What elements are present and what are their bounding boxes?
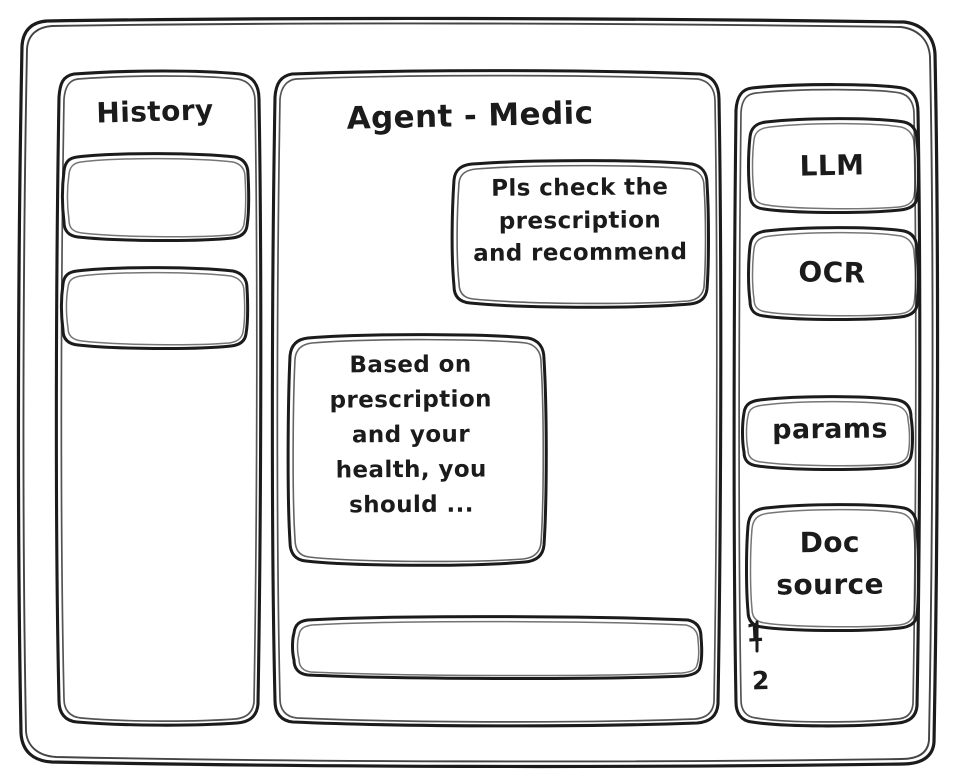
doc-source-outline	[745, 503, 920, 633]
message-input[interactable]	[292, 616, 703, 678]
tools-panel-outline	[732, 83, 922, 728]
app-window-frame	[16, 16, 940, 769]
history-item-2-outline	[60, 266, 250, 351]
user-message-bubble	[452, 160, 709, 308]
tool-llm-outline	[747, 117, 920, 215]
history-item-1[interactable]	[62, 152, 249, 240]
tool-params-outline	[741, 395, 914, 472]
agent-panel-outline	[270, 69, 723, 728]
user-message-bubble-outline	[450, 159, 710, 309]
agent-message-bubble	[288, 334, 547, 566]
history-item-1-outline	[61, 152, 251, 243]
message-input-outline	[291, 615, 704, 681]
tool-button-ocr[interactable]	[748, 227, 919, 319]
tool-ocr-outline	[747, 226, 920, 322]
tool-button-llm[interactable]	[748, 118, 919, 212]
tool-button-params[interactable]	[742, 396, 913, 468]
doc-source-panel[interactable]	[746, 504, 919, 630]
history-item-2[interactable]	[61, 266, 248, 348]
agent-message-bubble-outline	[286, 333, 548, 567]
